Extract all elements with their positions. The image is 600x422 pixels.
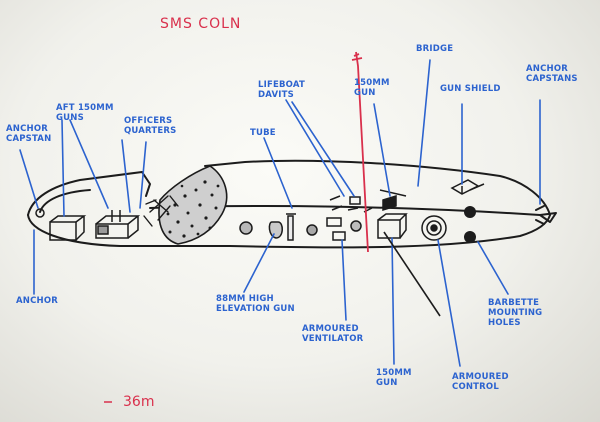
label-gun-shield: GUN SHIELD xyxy=(440,84,501,94)
collapsed-section xyxy=(158,165,228,245)
label-tube: TUBE xyxy=(250,128,276,138)
depth-label: 36m xyxy=(123,394,155,410)
forward-gun xyxy=(377,219,401,239)
label-lifeboat-davits: LIFEBOAT DAVITS xyxy=(258,80,305,100)
red-mast xyxy=(351,51,369,253)
label-aft-150mm-guns: AFT 150mm GUNS xyxy=(56,103,114,123)
label-bridge: BRIDGE xyxy=(416,44,454,54)
label-150mm-gun: 150mm GUN xyxy=(376,368,412,388)
rubble-dots xyxy=(166,180,220,238)
leader-lines xyxy=(19,59,541,367)
tube xyxy=(287,215,294,241)
label-barbette-holes: BARBETTE MOUNTING HOLES xyxy=(488,298,543,328)
armoured-ventilator xyxy=(332,231,346,241)
label-officers-quarters: OFFICERS QUARTERS xyxy=(124,116,177,136)
label-anchor-capstans: ANCHOR CAPSTANS xyxy=(526,64,578,84)
barbette-hole-2 xyxy=(464,231,476,243)
label-mast-150mm-gun: 150mm GUN xyxy=(354,78,390,98)
label-armoured-control: ARMOURED CONTROL xyxy=(452,372,509,392)
barbette-hole-1 xyxy=(464,206,476,218)
stern-capstan xyxy=(35,208,45,218)
elevation-gun xyxy=(268,221,283,239)
aft-gun-mount-1 xyxy=(49,221,77,241)
officers-structure xyxy=(95,223,129,239)
label-armoured-ventilator: ARMOURED VENTILATOR xyxy=(302,324,364,344)
label-88mm-gun: 88mm HIGH ELEVATION GUN xyxy=(216,294,295,314)
wreck-title: SMS COLN xyxy=(160,16,242,32)
label-anchor-capstan: ANCHOR CAPSTAN xyxy=(6,124,52,144)
label-anchor: ANCHOR xyxy=(16,296,59,306)
gun-shield xyxy=(450,179,480,195)
round-hatch xyxy=(239,221,253,235)
bridge-line xyxy=(379,189,407,197)
armoured-control xyxy=(421,215,447,241)
